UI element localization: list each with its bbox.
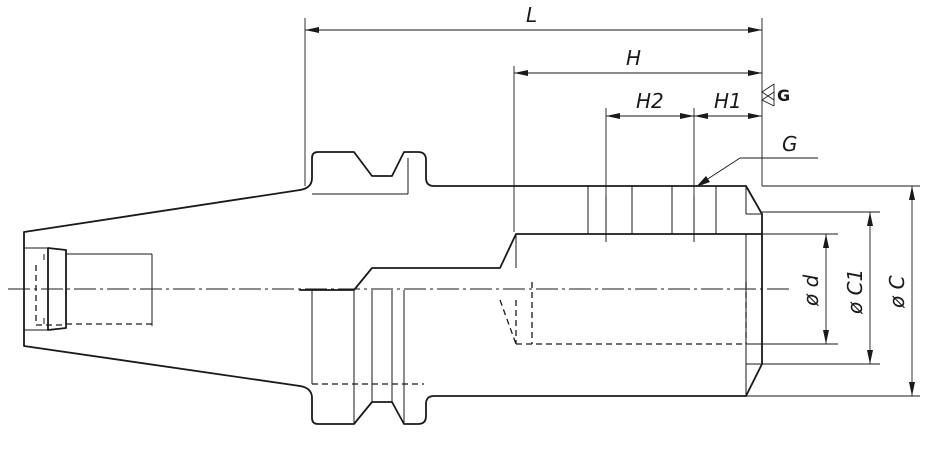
- dimension-c: ø C: [885, 186, 915, 396]
- taper-shank: [23, 189, 301, 387]
- label-h1: H1: [714, 89, 742, 113]
- dimension-h2: H2: [606, 89, 694, 119]
- label-c: ø C: [885, 275, 909, 309]
- dimension-c1: ø C1: [843, 212, 873, 364]
- label-h2: H2: [636, 89, 664, 113]
- surface-symbol: G: [761, 83, 790, 107]
- dimension-d: ø d: [799, 234, 829, 344]
- leader-g: G: [696, 132, 818, 187]
- label-d: ø d: [799, 274, 823, 307]
- dimension-h: H: [514, 46, 762, 76]
- dimension-l: L: [305, 3, 762, 33]
- front-body: [587, 185, 763, 397]
- label-c1: ø C1: [843, 269, 867, 315]
- dimension-h1: H1: [694, 89, 762, 119]
- label-g: G: [782, 132, 798, 156]
- extension-lines: [304, 18, 920, 397]
- flange-bottom: [299, 290, 747, 425]
- flange-top: [299, 151, 589, 195]
- surface-symbol-label: G: [777, 86, 790, 105]
- label-l: L: [526, 3, 537, 27]
- label-h: H: [626, 46, 641, 70]
